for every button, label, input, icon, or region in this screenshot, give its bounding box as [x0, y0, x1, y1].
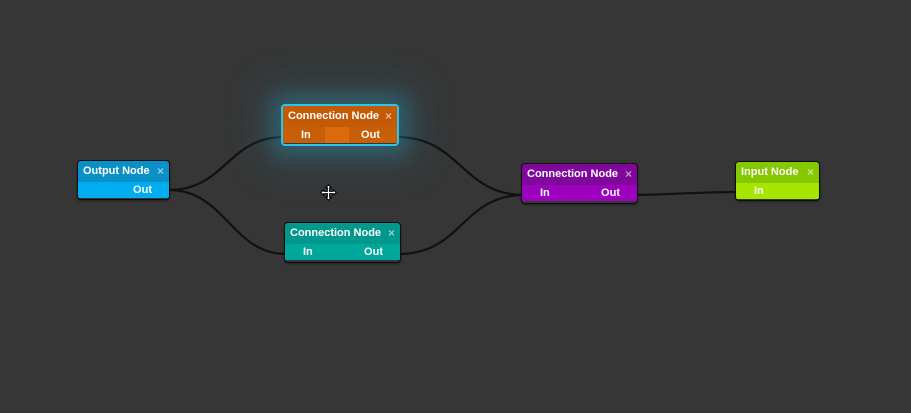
input-node[interactable]: Input Node × In	[735, 161, 820, 201]
connection-node-teal-ports: In Out	[285, 244, 400, 260]
output-node-out-port[interactable]: Out	[133, 184, 152, 196]
connection-node-teal-header[interactable]: Connection Node ×	[285, 223, 400, 244]
connection-node-orange-out-port[interactable]: Out	[349, 127, 397, 143]
wire-output-to-teal[interactable]	[167, 188, 288, 256]
connection-node-teal[interactable]: Connection Node × In Out	[284, 222, 401, 263]
connection-node-purple-header[interactable]: Connection Node ×	[522, 164, 637, 185]
input-node-title: Input Node	[741, 166, 799, 178]
connection-node-purple[interactable]: Connection Node × In Out	[521, 163, 638, 204]
input-node-header[interactable]: Input Node ×	[736, 162, 819, 183]
wire-output-to-orange[interactable]	[167, 135, 286, 192]
wire-purple-to-input[interactable]	[635, 190, 740, 197]
close-icon[interactable]: ×	[156, 164, 164, 178]
close-icon[interactable]: ×	[384, 109, 392, 123]
connection-node-orange-header[interactable]: Connection Node ×	[283, 106, 397, 127]
connection-node-orange[interactable]: Connection Node × In Out	[281, 104, 399, 146]
output-node[interactable]: Output Node × Out	[77, 160, 170, 200]
connection-node-orange-title: Connection Node	[288, 110, 380, 122]
output-node-ports: Out	[78, 182, 169, 198]
connection-node-purple-ports: In Out	[522, 185, 637, 201]
connection-node-teal-out-port[interactable]: Out	[364, 246, 383, 258]
connection-node-orange-ports: In Out	[283, 127, 397, 143]
connection-node-purple-out-port[interactable]: Out	[601, 187, 620, 199]
output-node-header[interactable]: Output Node ×	[78, 161, 169, 182]
close-icon[interactable]: ×	[387, 226, 395, 240]
wire-orange-to-purple[interactable]	[395, 135, 526, 197]
close-icon[interactable]: ×	[806, 165, 814, 179]
wire-teal-to-purple[interactable]	[397, 193, 526, 256]
output-node-title: Output Node	[83, 165, 150, 177]
connection-node-purple-title: Connection Node	[527, 168, 619, 180]
input-node-in-port[interactable]: In	[754, 185, 764, 197]
close-icon[interactable]: ×	[624, 167, 632, 181]
move-cursor-icon	[320, 184, 337, 201]
connection-node-teal-title: Connection Node	[290, 227, 382, 239]
connection-node-orange-in-port[interactable]: In	[283, 127, 325, 143]
input-node-ports: In	[736, 183, 819, 199]
connection-node-teal-in-port[interactable]: In	[303, 246, 313, 258]
connection-node-purple-in-port[interactable]: In	[540, 187, 550, 199]
